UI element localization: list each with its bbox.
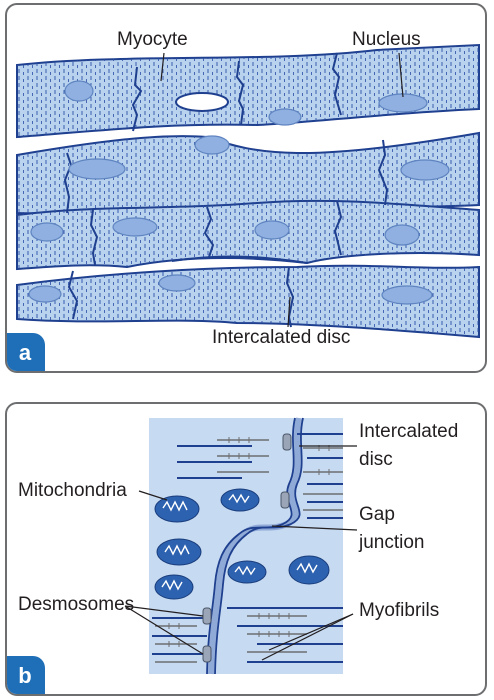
mitochondrion xyxy=(154,574,194,600)
intercalated-disc-label-line2: disc xyxy=(359,449,393,470)
nucleus-label: Nucleus xyxy=(352,29,421,50)
disc-line xyxy=(67,270,79,320)
panel-b: Mitochondria Desmosomes Intercalated dis… xyxy=(5,402,487,696)
panel-b-badge: b xyxy=(7,656,45,694)
desmosome-plaque xyxy=(202,607,212,625)
cardiac-ultrastructure-illustration xyxy=(124,417,358,675)
myofibrils-leader xyxy=(261,613,354,661)
disc-line xyxy=(203,206,215,258)
intercalated-disc-label: Intercalated disc xyxy=(212,327,351,348)
gap-junction-label-line1: Gap xyxy=(359,504,395,525)
desmosomes-leader xyxy=(124,605,204,617)
disc-line xyxy=(331,52,342,116)
intercalated-disc-label-line1: Intercalated xyxy=(359,421,459,442)
intercalated-disc-leader xyxy=(287,296,291,328)
nucleus xyxy=(64,80,94,102)
disc-line xyxy=(171,255,308,264)
nucleus-leader xyxy=(398,52,404,98)
mitochondria-label: Mitochondria xyxy=(18,480,127,501)
nucleus xyxy=(400,159,450,181)
mitochondrion xyxy=(288,555,330,585)
mitochondrion xyxy=(156,538,202,566)
desmosome-plaque xyxy=(282,433,292,451)
desmosomes-label: Desmosomes xyxy=(18,594,135,615)
nucleus xyxy=(381,285,433,305)
mitochondria-leader xyxy=(138,490,168,501)
myocyte-leader xyxy=(160,52,165,82)
myocyte-label: Myocyte xyxy=(117,29,188,50)
disc-line xyxy=(285,266,295,328)
nucleus xyxy=(384,224,420,246)
mitochondrion xyxy=(220,488,260,512)
desmosomes-leader xyxy=(124,605,204,655)
nucleus xyxy=(194,135,230,155)
desmosome-plaque xyxy=(280,491,290,509)
disc-line xyxy=(63,152,73,214)
nucleus xyxy=(268,108,302,126)
myofibrils-label: Myofibrils xyxy=(359,600,440,621)
mitochondrion xyxy=(227,560,267,584)
disc-line xyxy=(131,66,143,132)
nucleus xyxy=(175,92,229,112)
gap-junction-label-line2: junction xyxy=(359,532,425,553)
myofibrils-leader xyxy=(268,613,354,651)
panel-a: Myocyte Nucleus Intercalated disc a xyxy=(5,3,487,373)
nucleus xyxy=(158,274,196,292)
nucleus xyxy=(68,158,126,180)
disc-line xyxy=(377,139,389,206)
nucleus xyxy=(30,222,64,242)
disc-line xyxy=(89,209,99,266)
nucleus xyxy=(112,217,158,237)
mitochondrion xyxy=(154,495,200,523)
disc-line xyxy=(333,200,343,256)
disc-line xyxy=(235,60,245,126)
desmosome-plaque xyxy=(202,645,212,663)
myocyte-tissue-illustration xyxy=(16,43,480,339)
gap-junction-leader xyxy=(271,525,358,531)
nucleus xyxy=(28,285,62,303)
nucleus xyxy=(254,220,290,240)
panel-a-badge: a xyxy=(7,333,45,371)
